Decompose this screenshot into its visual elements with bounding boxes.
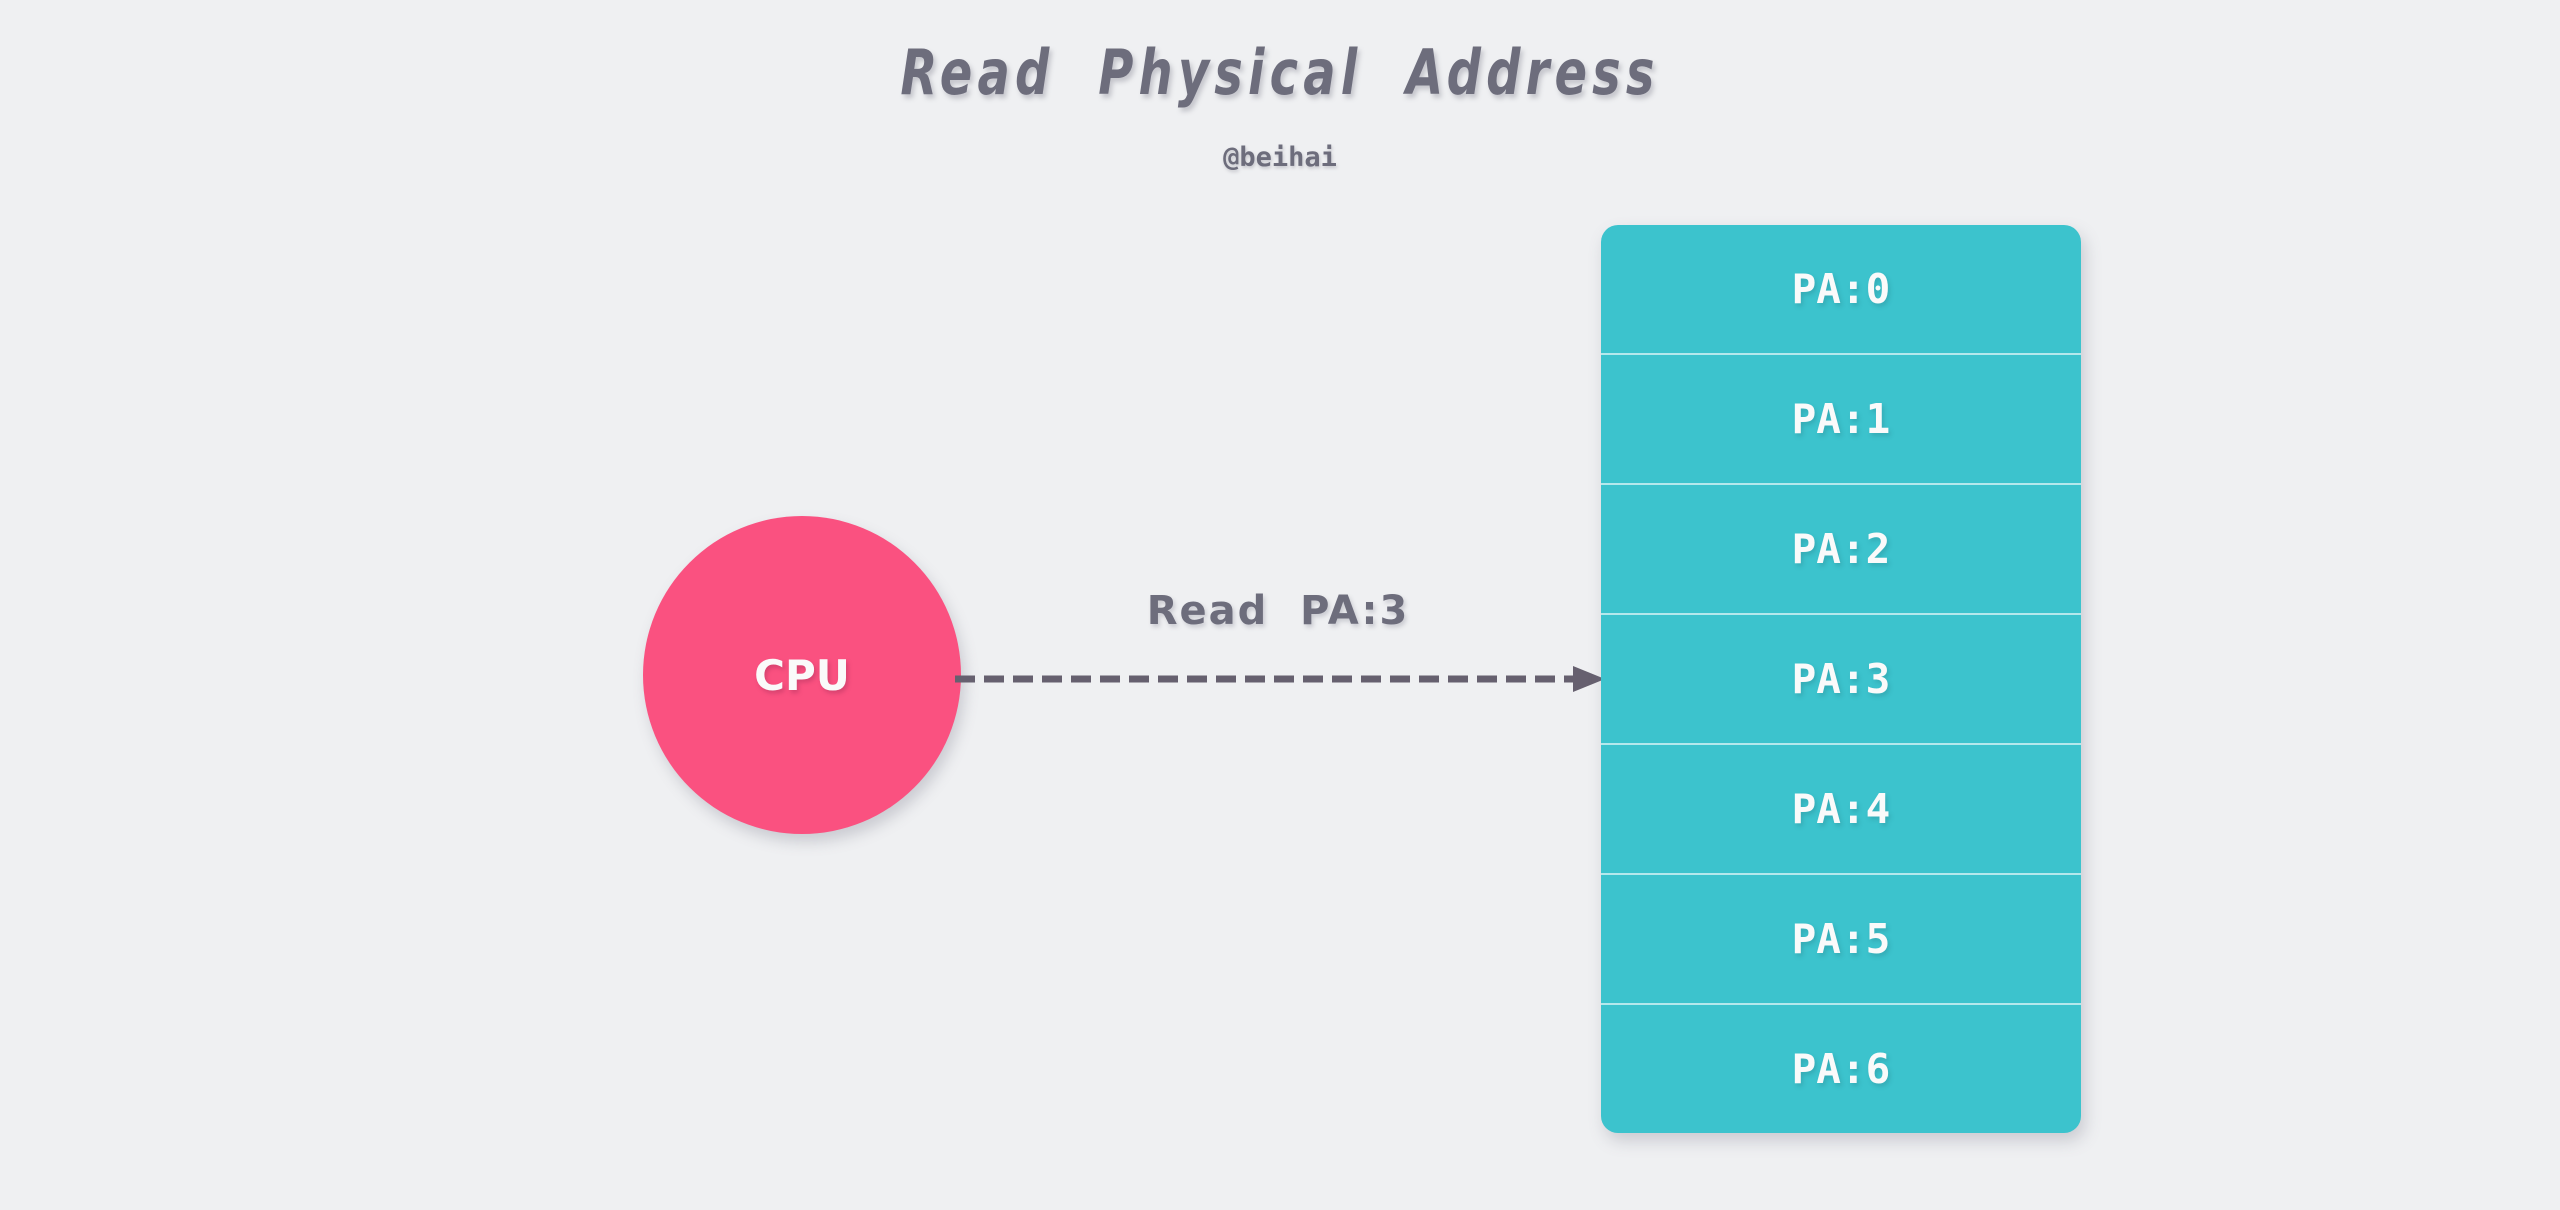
page-title: Read Physical Address bbox=[900, 36, 1660, 109]
memory-cell-label: PA:4 bbox=[1791, 785, 1891, 833]
memory-cell[interactable]: PA:1 bbox=[1601, 355, 2081, 485]
memory-cell[interactable]: PA:0 bbox=[1601, 225, 2081, 355]
read-request-arrow bbox=[955, 666, 1605, 692]
memory-cell-label: PA:2 bbox=[1791, 525, 1891, 573]
memory-cell[interactable]: PA:2 bbox=[1601, 485, 2081, 615]
cpu-node[interactable]: CPU bbox=[643, 516, 961, 834]
memory-cell-label: PA:1 bbox=[1791, 395, 1891, 443]
memory-cell-label: PA:5 bbox=[1791, 915, 1891, 963]
memory-cell[interactable]: PA:4 bbox=[1601, 745, 2081, 875]
memory-cell[interactable]: PA:3 bbox=[1601, 615, 2081, 745]
physical-memory-block: PA:0 PA:1 PA:2 PA:3 PA:4 PA:5 PA:6 bbox=[1601, 225, 2081, 1133]
page-subtitle-author: @beihai bbox=[1223, 142, 1337, 173]
memory-cell[interactable]: PA:5 bbox=[1601, 875, 2081, 1005]
memory-cell-label: PA:0 bbox=[1791, 265, 1891, 313]
memory-cell-label: PA:3 bbox=[1791, 655, 1891, 703]
memory-cell[interactable]: PA:6 bbox=[1601, 1005, 2081, 1133]
arrow-label-read-pa3: Read PA:3 bbox=[1146, 588, 1410, 634]
memory-cell-label: PA:6 bbox=[1791, 1045, 1891, 1093]
arrow-head-icon bbox=[1573, 666, 1605, 692]
cpu-node-label: CPU bbox=[754, 650, 850, 700]
